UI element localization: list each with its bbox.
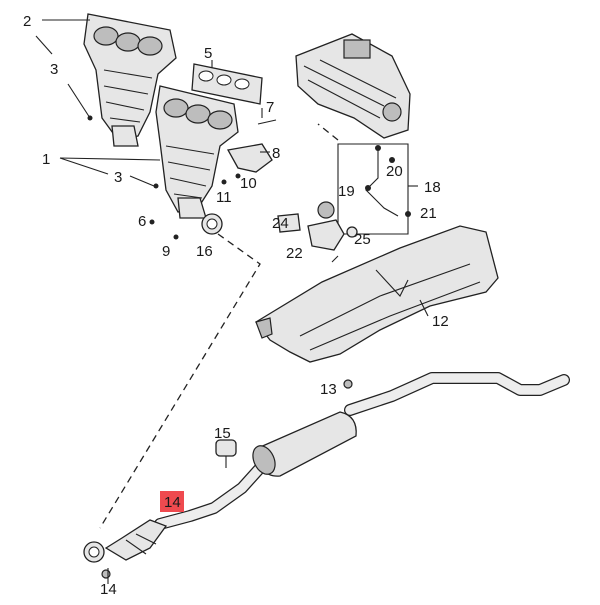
callout-19: 19	[338, 183, 355, 200]
callout-16: 16	[196, 243, 213, 260]
exhaust-manifold-upper	[83, 13, 177, 147]
callout-10: 11	[216, 189, 232, 206]
callout-7: 8	[272, 145, 280, 162]
stud-part-6	[257, 119, 277, 125]
detail-box-18	[337, 143, 409, 235]
callout-20: 20	[386, 163, 403, 180]
callout-2: 2	[23, 13, 31, 30]
hanger-part-15	[215, 439, 237, 468]
callout-13: 14	[100, 581, 117, 598]
leader-engine-to-box	[317, 123, 339, 141]
leader-manifold-to-frontpipe	[99, 233, 261, 529]
callout-3-upper: 3	[50, 61, 58, 78]
callout-3-lower: 3	[114, 169, 122, 186]
callout-15: 15	[214, 425, 231, 442]
leader-lines	[35, 19, 429, 584]
small-fasteners	[87, 115, 241, 240]
callout-9: 10	[240, 175, 257, 192]
egr-fittings	[365, 145, 411, 217]
gasket-ports	[198, 70, 250, 90]
front-pipe-converter	[83, 519, 168, 563]
callout-8: 9	[162, 243, 170, 260]
egr-valve	[277, 201, 358, 251]
callout-23: 24	[272, 215, 289, 232]
callout-5: 6	[138, 213, 146, 230]
callout-12: 13	[320, 381, 337, 398]
heat-shield	[255, 225, 499, 363]
muffler	[252, 411, 357, 477]
callout-11: 12	[432, 313, 449, 330]
exhaust-manifold-lower	[155, 85, 239, 219]
engine-block	[295, 33, 411, 139]
callout-1: 1	[42, 151, 50, 168]
nut-part-12	[343, 379, 353, 389]
callout-labels: 2 3 5 7 1 8 3 10 11 6 9 16 20 18 19 21 2…	[23, 13, 449, 598]
callout-4: 5	[204, 45, 212, 62]
callout-24: 25	[354, 231, 371, 248]
callout-6: 7	[266, 99, 274, 116]
callout-21: 22	[286, 245, 303, 262]
bolt-part-25	[331, 255, 339, 263]
callout-14: 14	[164, 494, 181, 511]
callout-highlight-box	[160, 491, 184, 512]
callout-18: 18	[424, 179, 441, 196]
callout-22: 21	[420, 205, 437, 222]
bracket-part-7	[226, 143, 273, 173]
exhaust-pipe	[154, 372, 570, 530]
nut-part-13	[101, 569, 111, 579]
